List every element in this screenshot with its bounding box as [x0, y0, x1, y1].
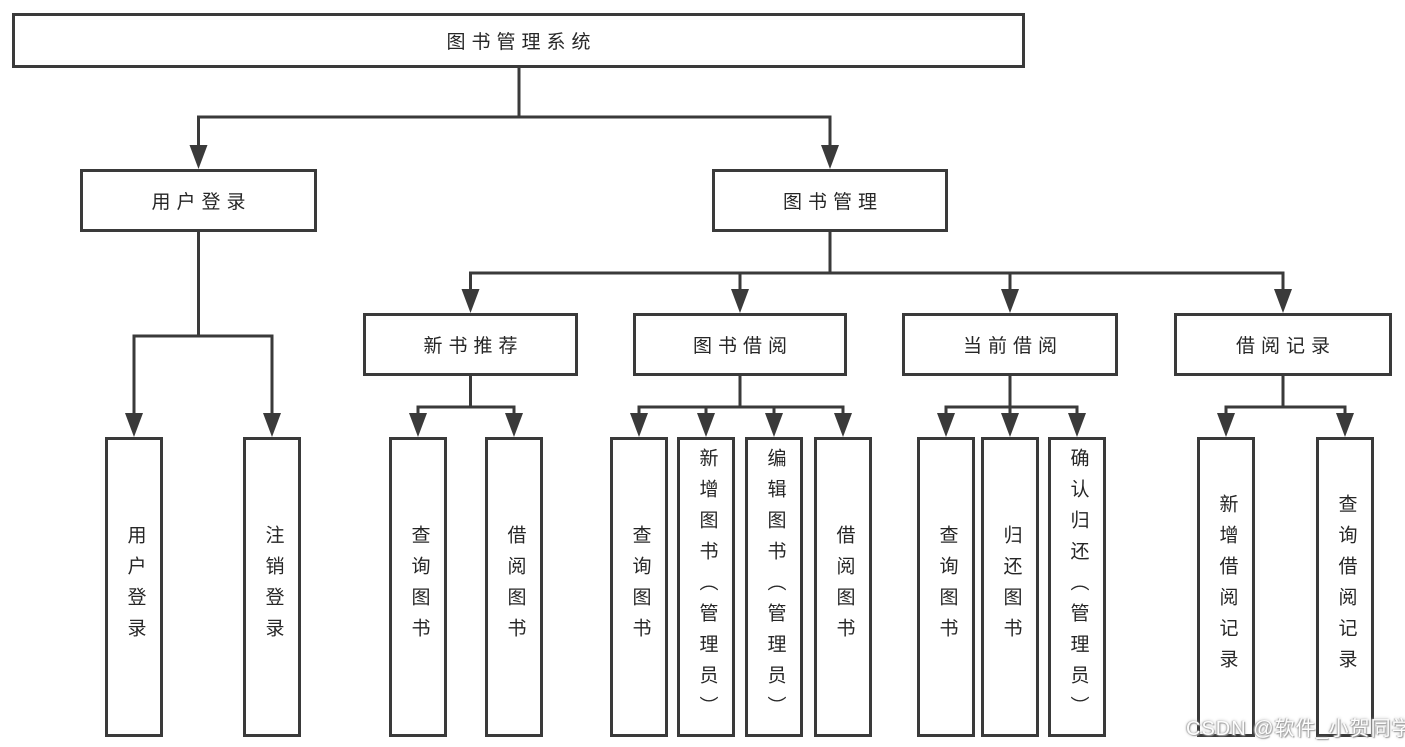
connector-stems — [132, 66, 1347, 417]
leaf-query-borrow-record: 查询借阅记录 — [1316, 437, 1374, 737]
leaf-borrow-books-label: 借阅图书 — [833, 525, 855, 649]
node-book-borrowing-label: 图书借阅 — [692, 336, 793, 357]
leaf-user-login-label: 用户登录 — [124, 525, 146, 649]
node-book-management-label: 图书管理 — [782, 192, 883, 213]
leaf-logout: 注销登录 — [243, 437, 301, 737]
leaf-edit-book-admin: 编辑图书（管理员） — [745, 437, 803, 737]
node-current-borrowing-label: 当前借阅 — [962, 336, 1063, 357]
leaf-add-book-admin-label: 新增图书（管理员） — [696, 447, 718, 727]
node-current-borrowing: 当前借阅 — [902, 313, 1118, 376]
leaf-query-books-current: 查询图书 — [917, 437, 975, 737]
leaf-query-books-borrow-label: 查询图书 — [629, 525, 651, 649]
leaf-borrow-books-recommend: 借阅图书 — [485, 437, 543, 737]
node-new-book-recommend-label: 新书推荐 — [423, 336, 524, 357]
leaf-borrow-books: 借阅图书 — [814, 437, 872, 737]
leaf-borrow-books-recommend-label: 借阅图书 — [504, 525, 526, 649]
node-user-login: 用户登录 — [80, 169, 317, 232]
leaf-return-books: 归还图书 — [981, 437, 1039, 737]
leaf-edit-book-admin-label: 编辑图书（管理员） — [764, 447, 786, 727]
leaf-add-borrow-record: 新增借阅记录 — [1197, 437, 1255, 737]
node-borrowing-records-label: 借阅记录 — [1235, 336, 1336, 357]
node-user-login-label: 用户登录 — [151, 192, 252, 213]
leaf-query-borrow-record-label: 查询借阅记录 — [1335, 494, 1357, 680]
leaf-query-books-borrow: 查询图书 — [610, 437, 668, 737]
leaf-query-books-recommend-label: 查询图书 — [408, 525, 430, 649]
leaf-add-book-admin: 新增图书（管理员） — [677, 437, 735, 737]
leaf-confirm-return-admin: 确认归还（管理员） — [1048, 437, 1106, 737]
leaf-query-books-recommend: 查询图书 — [389, 437, 447, 737]
node-library-system: 图书管理系统 — [12, 13, 1025, 68]
leaf-return-books-label: 归还图书 — [1000, 525, 1022, 649]
watermark: CSDN @软件_小贺同学 — [1186, 718, 1405, 740]
leaf-confirm-return-admin-label: 确认归还（管理员） — [1067, 447, 1089, 727]
leaf-logout-label: 注销登录 — [262, 525, 284, 649]
node-book-borrowing: 图书借阅 — [633, 313, 847, 376]
leaf-user-login: 用户登录 — [105, 437, 163, 737]
node-borrowing-records: 借阅记录 — [1174, 313, 1392, 376]
node-new-book-recommend: 新书推荐 — [363, 313, 578, 376]
node-library-system-label: 图书管理系统 — [446, 32, 597, 53]
arrowhead-icons — [125, 145, 1354, 437]
leaf-add-borrow-record-label: 新增借阅记录 — [1216, 494, 1238, 680]
node-book-management: 图书管理 — [712, 169, 948, 232]
leaf-query-books-current-label: 查询图书 — [936, 525, 958, 649]
